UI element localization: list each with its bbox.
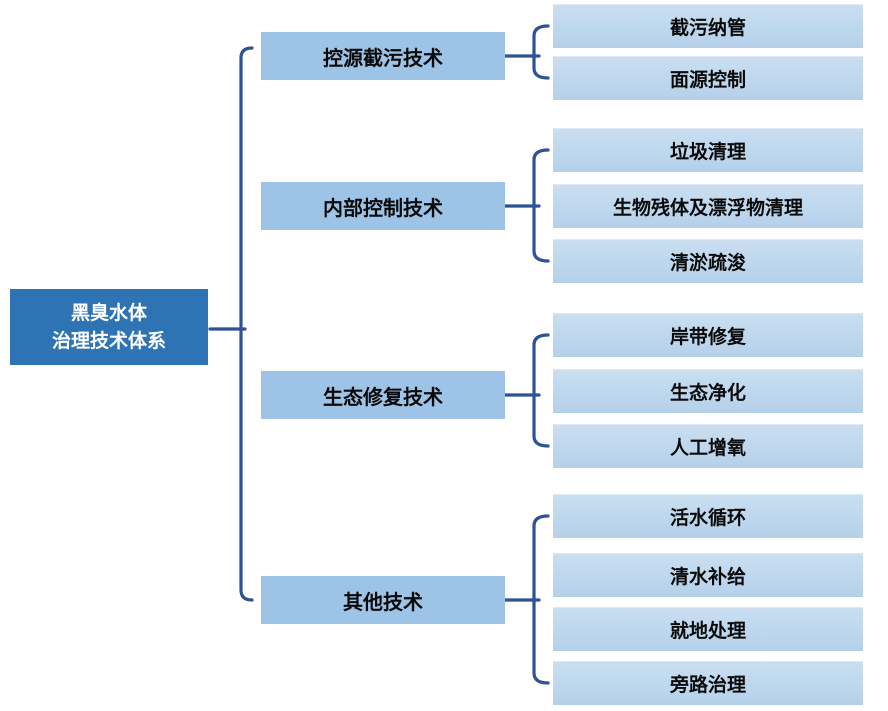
leaf-node-1-2: 面源控制 [553,56,863,100]
leaf-node-3-1: 岸带修复 [553,313,863,357]
leaf-node-1-1: 截污纳管 [553,4,863,48]
branch-node-other-tech: 其他技术 [261,576,505,624]
branch-4-bracket [532,514,550,685]
main-bracket [239,46,254,602]
leaf-node-2-1: 垃圾清理 [553,128,863,172]
branch-2-bracket [532,148,550,263]
leaf-node-3-2: 生态净化 [553,369,863,413]
branch-1-bracket [532,24,550,80]
branch-node-eco-restoration: 生态修复技术 [261,371,505,419]
leaf-node-3-3: 人工增氧 [553,424,863,468]
branch-3-bracket [532,333,550,448]
leaf-node-2-2: 生物残体及漂浮物清理 [553,184,863,228]
leaf-node-4-3: 就地处理 [553,607,863,651]
root-label-line2: 治理技术体系 [51,330,166,352]
branch-node-source-control: 控源截污技术 [261,32,505,80]
branch-node-internal-control: 内部控制技术 [261,182,505,230]
root-label-line1: 黑臭水体 [70,302,147,324]
root-node: 黑臭水体 治理技术体系 [10,289,208,365]
leaf-node-4-2: 清水补给 [553,553,863,597]
leaf-node-2-3: 清淤疏浚 [553,239,863,283]
leaf-node-4-1: 活水循环 [553,494,863,538]
leaf-node-4-4: 旁路治理 [553,661,863,705]
